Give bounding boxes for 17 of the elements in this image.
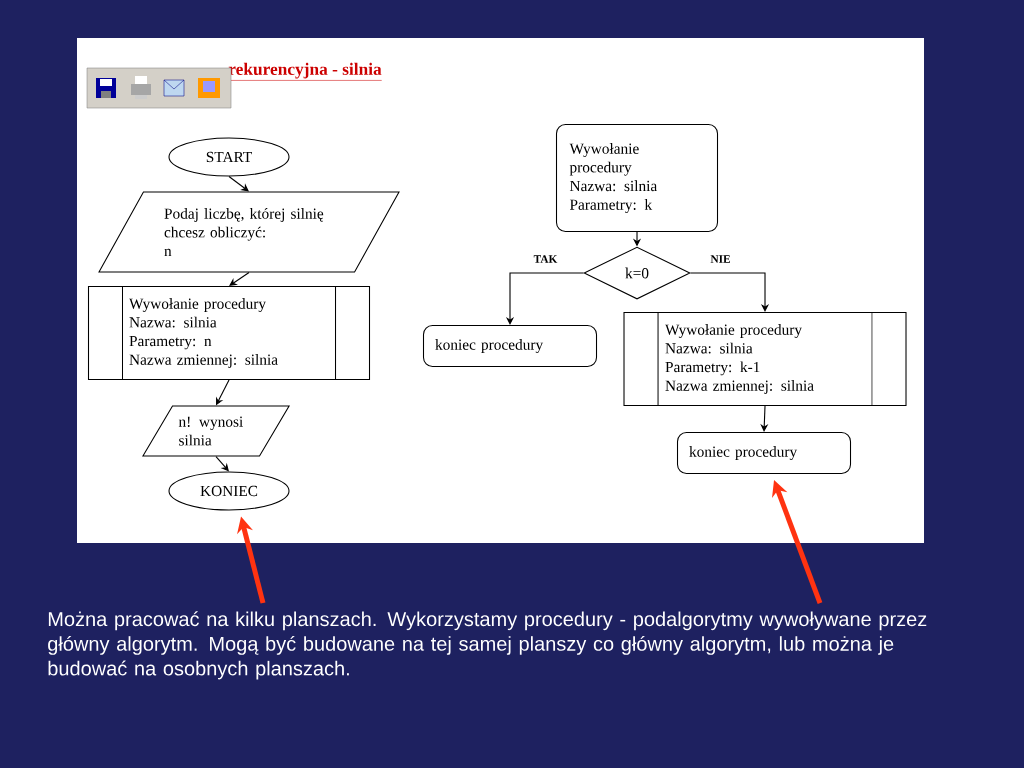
slide-text: Można pracować na kilku planszach. Wykorzystamy procedury - podalgorytmy wywoływane przez główny algorytm. Mogą być budowane na tej samej planszy co główny algorytm, lub można je budować na osobnych planszach. (48, 611, 927, 680)
arrow (229, 272, 250, 286)
process-box: koniec procedury (676, 431, 852, 475)
subroutine-box: Wywołanie procedury Nazwa: silnia Parametry: k-1 Nazwa zmiennej: silnia (623, 311, 907, 407)
input-output-parallelogram: Podaj liczbę, której silnię chcesz obliczyć: n (98, 191, 400, 273)
edge-label: NIE (710, 255, 731, 263)
title: rekurencyjna - silnia (228, 62, 382, 81)
subroutine-box: Wywołanie procedury Nazwa: silnia Parametry: n Nazwa zmiennej: silnia (87, 285, 371, 381)
terminal-oval: KONIEC (168, 471, 290, 511)
edge-label: TAK (533, 255, 558, 263)
arrow (228, 176, 249, 192)
process-box: koniec procedury (422, 324, 598, 368)
input-output-parallelogram: n! wynosi silnia (142, 405, 290, 457)
arrow (690, 272, 770, 312)
terminal-oval: START (168, 137, 290, 177)
process-box: Wywołanie procedury Nazwa: silnia Parametry: k (555, 123, 719, 233)
arrow (215, 456, 229, 472)
